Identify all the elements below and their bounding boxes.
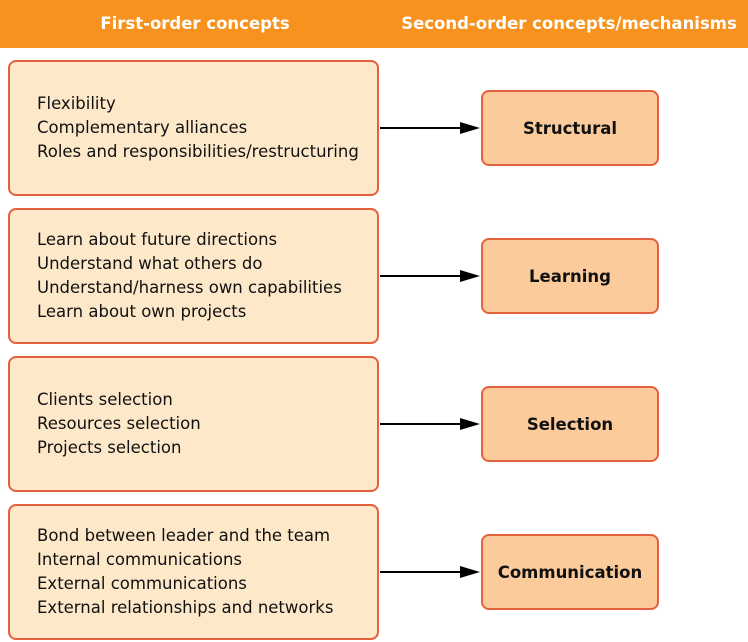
concept-item: Complementary alliances	[37, 118, 248, 137]
arrow-icon	[380, 418, 480, 430]
concept-item: Learn about future directions	[37, 230, 278, 249]
second-order-header: Second-order concepts/mechanisms	[401, 14, 737, 33]
concept-item: Learn about own projects	[37, 302, 247, 321]
concept-item: Bond between leader and the team	[37, 526, 331, 545]
concept-item: Understand/harness own capabilities	[37, 278, 342, 297]
arrow-icon	[380, 122, 480, 134]
concept-item: Resources selection	[37, 414, 201, 433]
concept-box-structural: Flexibility Complementary alliances Role…	[8, 60, 379, 196]
mechanism-box-learning: Learning	[481, 238, 659, 314]
concept-item: Understand what others do	[37, 254, 263, 273]
mechanism-box-structural: Structural	[481, 90, 659, 166]
concept-item: External communications	[37, 574, 247, 593]
concept-box-communication: Bond between leader and the team Interna…	[8, 504, 379, 640]
concept-box-learning: Learn about future directions Understand…	[8, 208, 379, 344]
arrow-icon	[380, 566, 480, 578]
mechanism-box-selection: Selection	[481, 386, 659, 462]
concept-item: Roles and responsibilities/restructuring	[37, 142, 359, 161]
arrow-icon	[380, 270, 480, 282]
concept-item: Projects selection	[37, 438, 182, 457]
concept-item: External relationships and networks	[37, 598, 334, 617]
mechanism-box-communication: Communication	[481, 534, 659, 610]
first-order-header: First-order concepts	[100, 14, 290, 33]
concept-item: Flexibility	[37, 94, 116, 113]
concept-item: Internal communications	[37, 550, 243, 569]
concept-item: Clients selection	[37, 390, 173, 409]
header-bar: First-order concepts Second-order concep…	[0, 0, 748, 48]
concept-box-selection: Clients selection Resources selection Pr…	[8, 356, 379, 492]
